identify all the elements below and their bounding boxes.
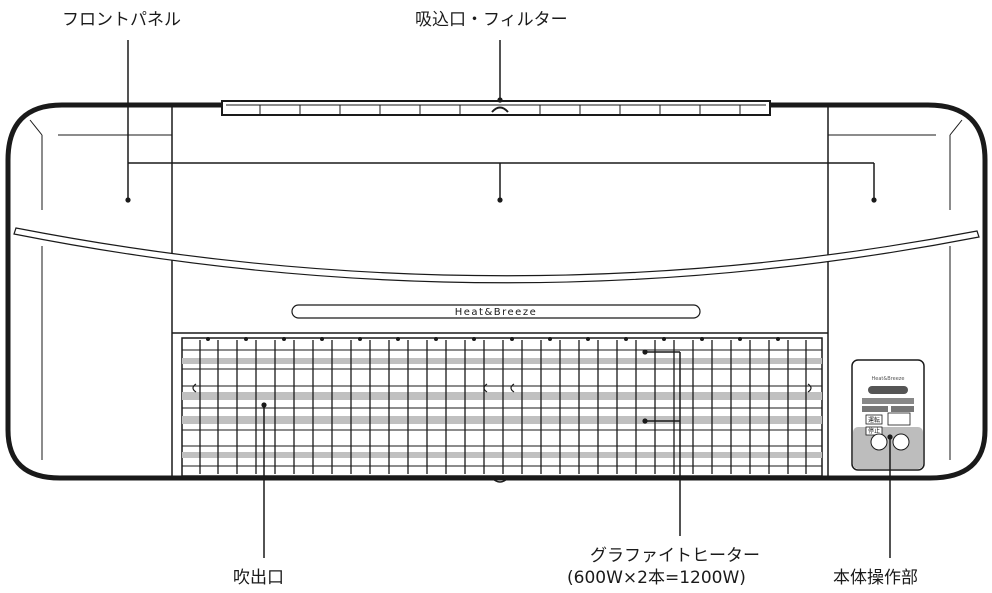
svg-text:Heat&Breeze: Heat&Breeze [872,376,905,382]
control-button-left [870,433,888,451]
front-panel-curve [13,227,980,284]
control-run-label: 運転 [868,416,880,424]
brand-badge [291,304,701,319]
intake-filter-label: 吸込口・フィルター [415,10,568,30]
control-label: 本体操作部 [833,568,918,588]
heater-label-line2: (600W×2本=1200W) [567,568,746,588]
heater-label-line1: グラファイトヒーター [590,546,760,566]
control-panel: Heat&Breeze 運転 停止 [851,359,925,471]
outlet-grille [181,337,823,483]
brand-text: Heat&Breeze [455,307,537,318]
control-stop-label: 停止 [868,427,880,435]
front-panel-label: フロントパネル [62,10,181,30]
leader-lines [127,40,891,558]
outlet-label: 吹出口 [233,568,284,588]
control-button-right [892,433,910,451]
